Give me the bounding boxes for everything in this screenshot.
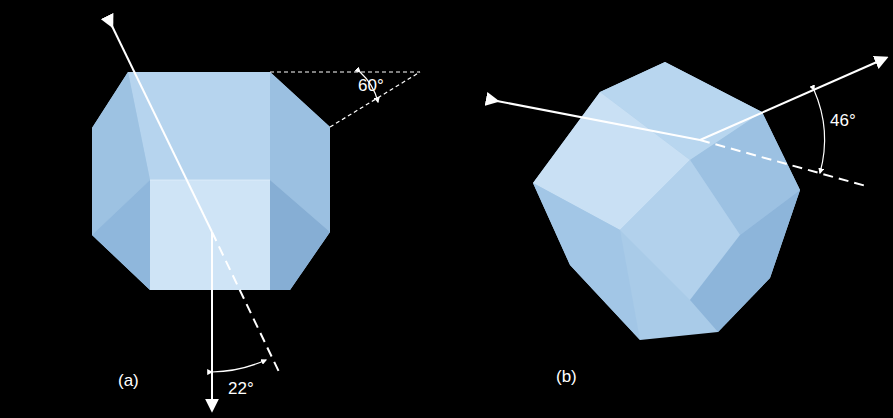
angle-label: 22°	[228, 380, 254, 397]
hexagonal-crystal-b	[533, 62, 800, 340]
figure-label: (b)	[556, 368, 577, 385]
figure-label: (a)	[118, 372, 139, 389]
angle-label: 60°	[358, 77, 384, 94]
angle-label: 46°	[830, 112, 856, 129]
